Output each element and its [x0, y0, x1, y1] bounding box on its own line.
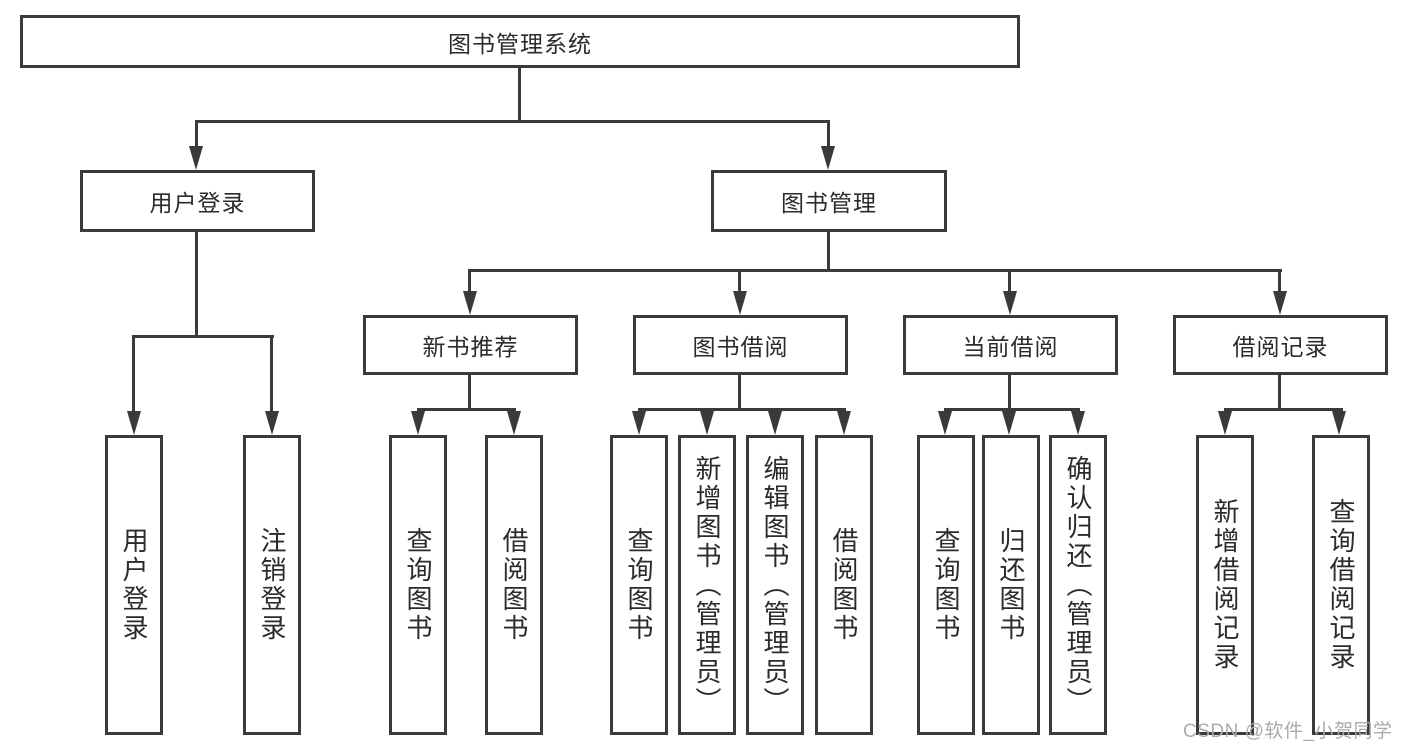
arrow-down-icon — [733, 291, 747, 315]
connector-line — [132, 335, 135, 413]
connector-line — [196, 120, 830, 123]
leaf-query-book-recommend: 查询图书 — [389, 435, 447, 735]
leaf-borrow-book-recommend: 借阅图书 — [485, 435, 543, 735]
connector-line — [1278, 269, 1281, 293]
connector-line — [195, 232, 198, 337]
connector-line — [518, 66, 521, 122]
connector-line — [1008, 269, 1011, 293]
arrow-down-icon — [938, 411, 952, 435]
leaf-query-book-current: 查询图书 — [917, 435, 975, 735]
connector-line — [738, 375, 741, 411]
node-current-borrow: 当前借阅 — [903, 315, 1118, 375]
node-library-management-system: 图书管理系统 — [20, 15, 1020, 68]
leaf-borrow-book: 借阅图书 — [815, 435, 873, 735]
arrow-down-icon — [1332, 411, 1346, 435]
csdn-watermark: CSDN @软件_小贺同学 — [1183, 721, 1393, 742]
arrow-down-icon — [411, 411, 425, 435]
connector-line — [827, 232, 830, 272]
connector-line — [417, 408, 516, 411]
leaf-query-book-borrow: 查询图书 — [610, 435, 668, 735]
node-book-management: 图书管理 — [711, 170, 947, 232]
leaf-add-borrow-record: 新增借阅记录 — [1196, 435, 1254, 735]
arrow-down-icon — [127, 411, 141, 435]
arrow-down-icon — [768, 411, 782, 435]
arrow-down-icon — [1218, 411, 1232, 435]
arrow-down-icon — [1273, 291, 1287, 315]
connector-line — [738, 269, 741, 293]
leaf-query-borrow-record: 查询借阅记录 — [1312, 435, 1370, 735]
connector-line — [827, 120, 830, 150]
arrow-down-icon — [507, 411, 521, 435]
connector-line — [468, 375, 471, 411]
leaf-edit-book-admin: 编辑图书（管理员） — [746, 435, 804, 735]
leaf-logout: 注销登录 — [243, 435, 301, 735]
connector-line — [1278, 375, 1281, 411]
connector-line — [638, 408, 846, 411]
arrow-down-icon — [837, 411, 851, 435]
arrow-down-icon — [700, 411, 714, 435]
node-user-login: 用户登录 — [80, 170, 315, 232]
connector-line — [132, 335, 274, 338]
arrow-down-icon — [265, 411, 279, 435]
leaf-user-login: 用户登录 — [105, 435, 163, 735]
connector-line — [468, 269, 1282, 272]
arrow-down-icon — [821, 146, 835, 170]
node-borrow-record: 借阅记录 — [1173, 315, 1388, 375]
arrow-down-icon — [1071, 411, 1085, 435]
connector-line — [468, 269, 471, 293]
connector-line — [1224, 408, 1343, 411]
connector-line — [1008, 375, 1011, 411]
arrow-down-icon — [189, 146, 203, 170]
leaf-add-book-admin: 新增图书（管理员） — [678, 435, 736, 735]
connector-line — [944, 408, 1080, 411]
leaf-confirm-return-admin: 确认归还（管理员） — [1049, 435, 1107, 735]
node-new-book-recommend: 新书推荐 — [363, 315, 578, 375]
connector-line — [195, 120, 198, 150]
leaf-return-book: 归还图书 — [982, 435, 1040, 735]
arrow-down-icon — [632, 411, 646, 435]
arrow-down-icon — [1002, 411, 1016, 435]
arrow-down-icon — [1003, 291, 1017, 315]
node-book-borrow: 图书借阅 — [633, 315, 848, 375]
connector-line — [270, 335, 273, 413]
arrow-down-icon — [463, 291, 477, 315]
